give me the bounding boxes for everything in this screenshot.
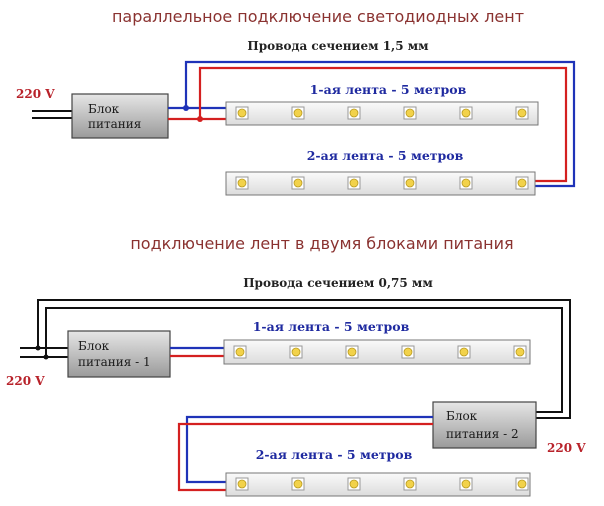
section2-junction-1 bbox=[35, 345, 41, 351]
section1-strip2-label: 2-ая лента - 5 метров bbox=[307, 148, 464, 163]
led-emitter bbox=[461, 178, 471, 188]
section2-strip1-label: 1-ая лента - 5 метров bbox=[253, 319, 410, 334]
section2-strip2 bbox=[225, 472, 531, 497]
led-emitter bbox=[515, 347, 525, 357]
section1-mains-wires bbox=[32, 110, 72, 119]
section2-junction-2 bbox=[43, 354, 49, 360]
led-emitter bbox=[235, 347, 245, 357]
section2-title: подключение лент в двумя блоками питания bbox=[130, 234, 513, 253]
section1-power-supply: Блок питания bbox=[71, 93, 169, 139]
led-emitter bbox=[517, 108, 527, 118]
section2-strip1 bbox=[223, 339, 531, 365]
led-emitter bbox=[405, 108, 415, 118]
section2-strip2-label: 2-ая лента - 5 метров bbox=[256, 447, 413, 462]
led-emitter bbox=[347, 347, 357, 357]
led-emitter bbox=[459, 347, 469, 357]
led-emitter bbox=[349, 479, 359, 489]
section2-psu2-label-line2: питания - 2 bbox=[446, 427, 519, 441]
section2-voltage-left: 220 V bbox=[6, 374, 45, 388]
section2-psu1-output-wires bbox=[170, 346, 224, 358]
section1-junction-blue bbox=[183, 105, 189, 111]
led-emitter bbox=[349, 108, 359, 118]
section1-strip1-label: 1-ая лента - 5 метров bbox=[310, 82, 467, 97]
led-emitter bbox=[237, 479, 247, 489]
section2-power-supply-2: Блок питания - 2 bbox=[432, 401, 537, 449]
section1-title: параллельное подключение светодиодных ле… bbox=[112, 7, 524, 26]
led-emitter bbox=[405, 178, 415, 188]
section1-wire-caption: Провода сечением 1,5 мм bbox=[247, 39, 429, 53]
led-emitter bbox=[293, 178, 303, 188]
led-emitter bbox=[237, 108, 247, 118]
section2-psu2-output-wires bbox=[177, 415, 433, 492]
section1-strip1 bbox=[225, 101, 539, 126]
section2-mains-wires bbox=[20, 299, 571, 419]
section2-wire-caption: Провода сечением 0,75 мм bbox=[243, 276, 433, 290]
section2-psu1-label-line1: Блок bbox=[78, 339, 110, 353]
section2-power-supply-1: Блок питания - 1 bbox=[67, 330, 171, 378]
section2-voltage-right: 220 V bbox=[547, 441, 586, 455]
section1-junction-red bbox=[197, 116, 203, 122]
led-emitter bbox=[461, 479, 471, 489]
section2-psu2-label-line1: Блок bbox=[446, 409, 478, 423]
led-emitter bbox=[517, 479, 527, 489]
led-emitter bbox=[293, 479, 303, 489]
section1-psu-label-line2: питания bbox=[88, 117, 141, 131]
section2-psu1-label-line2: питания - 1 bbox=[78, 355, 151, 369]
led-emitter bbox=[403, 347, 413, 357]
section1-voltage-label: 220 V bbox=[16, 87, 55, 101]
led-emitter bbox=[293, 108, 303, 118]
led-emitter bbox=[461, 108, 471, 118]
led-emitter bbox=[291, 347, 301, 357]
section1-strip2 bbox=[225, 171, 536, 196]
led-emitter bbox=[349, 178, 359, 188]
led-emitter bbox=[237, 178, 247, 188]
section1-psu-label-line1: Блок bbox=[88, 102, 120, 116]
led-emitter bbox=[405, 479, 415, 489]
led-emitter bbox=[517, 178, 527, 188]
